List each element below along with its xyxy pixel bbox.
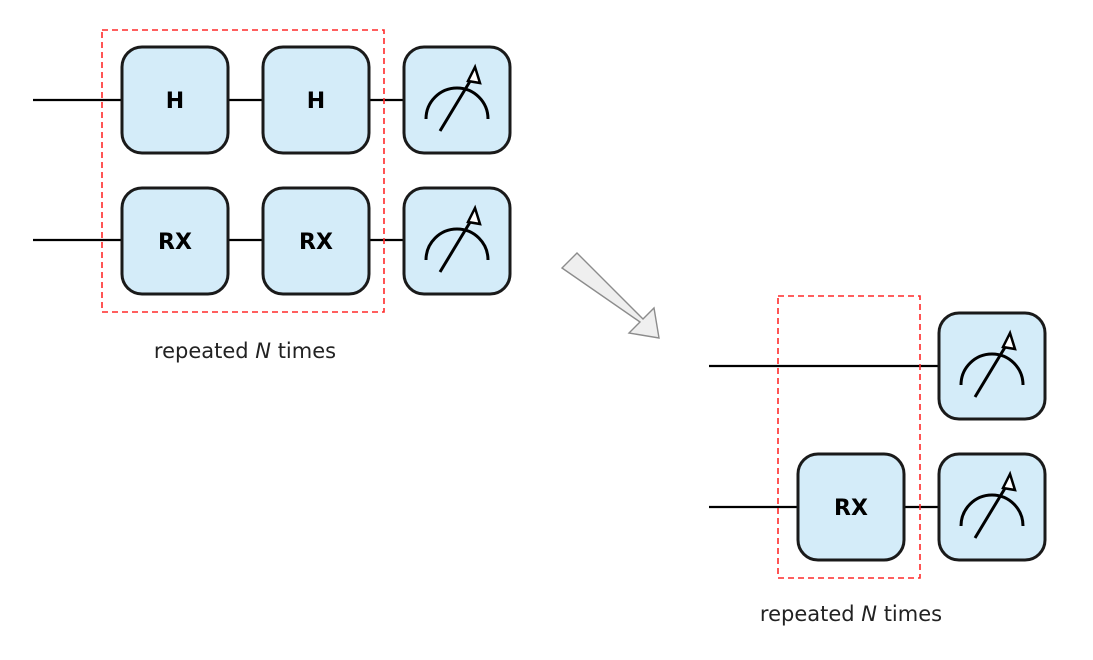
right-caption-var: N (861, 602, 877, 626)
right-caption-suffix: times (877, 602, 942, 626)
right-caption-prefix: repeated (760, 602, 861, 626)
gate-h-1-label: H (166, 89, 184, 114)
right-circuit: RX repeated N times (709, 295, 1047, 626)
gate-rx-right-label: RX (834, 496, 868, 521)
left-caption-var: N (255, 339, 271, 363)
left-caption-suffix: times (271, 339, 336, 363)
measurement-gate-left-2 (402, 186, 512, 296)
left-circuit: H H RX RX repeated N times (33, 29, 512, 363)
measurement-gate-right-1 (937, 311, 1047, 421)
gate-h-2: H (261, 45, 371, 155)
left-caption-prefix: repeated (154, 339, 255, 363)
right-repeat-box (777, 295, 921, 579)
left-repeat-box (101, 29, 385, 313)
measurement-gate-right-2 (937, 452, 1047, 562)
gate-rx-1: RX (120, 186, 230, 296)
right-caption: repeated N times (760, 602, 942, 626)
measurement-gate-left-1 (402, 45, 512, 155)
left-caption: repeated N times (154, 339, 336, 363)
gate-rx-2: RX (261, 186, 371, 296)
gate-rx-right: RX (796, 452, 906, 562)
diagonal-arrow-icon (560, 252, 660, 339)
gate-h-1: H (120, 45, 230, 155)
gate-rx-2-label: RX (299, 230, 333, 255)
gate-rx-1-label: RX (158, 230, 192, 255)
gate-h-2-label: H (307, 89, 325, 114)
